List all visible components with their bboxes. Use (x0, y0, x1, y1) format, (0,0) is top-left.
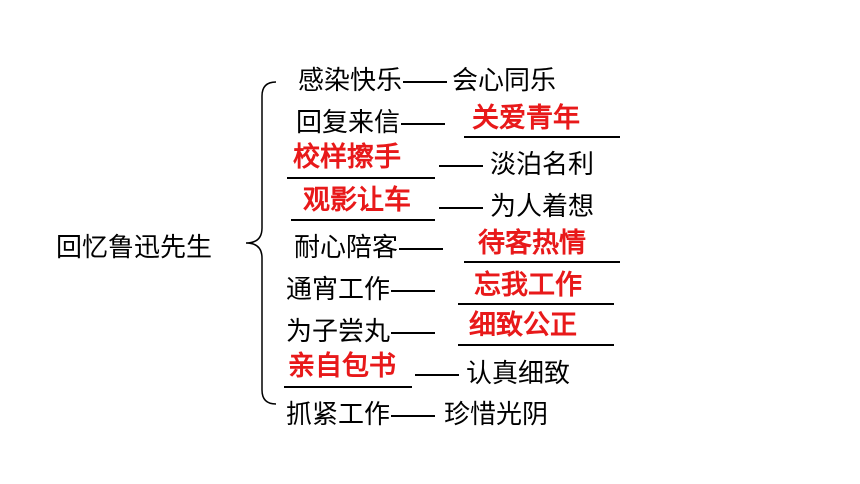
row-2-right-answer: 关爱青年 (472, 103, 580, 134)
row-6-answer-underline (458, 303, 614, 305)
row-9-dash (390, 400, 437, 430)
row-8-answer-underline (284, 386, 412, 388)
row-5-answer-underline (464, 261, 620, 263)
row-2-answer-underline (464, 136, 620, 138)
row-4-right: 为人着想 (490, 192, 595, 222)
row-1-right: 会心同乐 (452, 66, 557, 96)
row-7-right-answer: 细致公正 (469, 310, 577, 341)
row-3-left-answer: 校样擦手 (293, 142, 401, 173)
row-1-left: 感染快乐 (298, 66, 403, 96)
left-brace (245, 81, 277, 405)
row-3-answer-underline (287, 177, 435, 179)
row-5-left: 耐心陪客 (294, 233, 399, 263)
row-6-right-answer: 忘我工作 (474, 270, 582, 301)
row-6-dash (390, 275, 437, 305)
row-7-answer-underline (458, 344, 614, 346)
row-9-right: 珍惜光阴 (444, 400, 549, 430)
row-7-left: 为子尝丸 (286, 317, 391, 347)
row-6-left: 通宵工作 (286, 275, 391, 305)
row-8-dash (414, 359, 461, 389)
row-8-right: 认真细致 (466, 359, 571, 389)
row-7-dash (390, 317, 437, 347)
topic-label: 回忆鲁迅先生 (56, 233, 213, 263)
row-9-left: 抓紧工作 (286, 400, 391, 430)
row-8-left-answer: 亲自包书 (288, 351, 396, 382)
row-5-right-answer: 待客热情 (478, 228, 586, 259)
row-4-answer-underline (291, 219, 435, 221)
row-4-left-answer: 观影让车 (303, 185, 411, 216)
row-3-dash (438, 150, 485, 180)
row-4-dash (438, 192, 485, 222)
row-1-dash (402, 66, 449, 96)
row-5-dash (398, 233, 445, 263)
row-2-left: 回复来信 (296, 108, 401, 138)
row-3-right: 淡泊名利 (490, 150, 595, 180)
row-2-dash (400, 108, 447, 138)
